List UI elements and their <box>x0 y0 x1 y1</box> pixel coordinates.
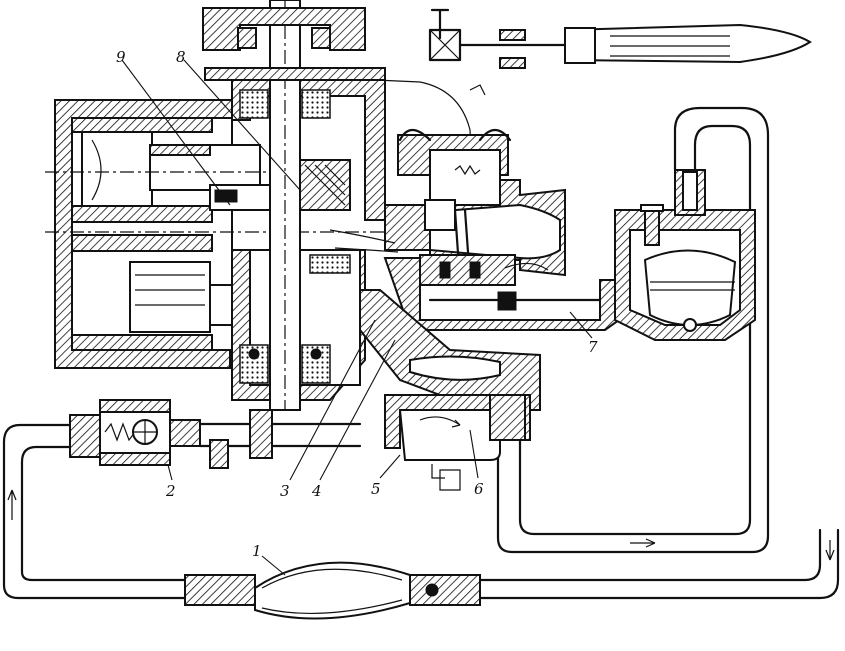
throttle-cable-grip <box>374 8 812 241</box>
callout-leaders <box>121 59 593 576</box>
callout-9: 9 <box>116 48 126 66</box>
callout-labels: 1 2 3 4 5 6 7 8 9 <box>116 48 598 560</box>
float-bowl <box>614 169 756 341</box>
fuel-feed-tube <box>198 409 362 469</box>
crankshaft-housing <box>209 0 386 411</box>
callout-8: 8 <box>176 48 186 66</box>
callout-6: 6 <box>474 480 484 498</box>
primer-bulb <box>184 561 481 620</box>
callout-4: 4 <box>311 482 322 500</box>
callout-2: 2 <box>165 482 176 500</box>
callout-7: 7 <box>588 338 598 356</box>
diaphragm-fuel-pump <box>359 289 541 491</box>
callout-5: 5 <box>371 480 381 498</box>
starter-cap <box>202 7 386 81</box>
callout-3: 3 <box>280 482 290 500</box>
check-valve <box>69 399 201 466</box>
callout-1: 1 <box>252 542 262 560</box>
fuel-line-loop <box>2 106 840 600</box>
engine-cylinder-block <box>45 99 400 369</box>
